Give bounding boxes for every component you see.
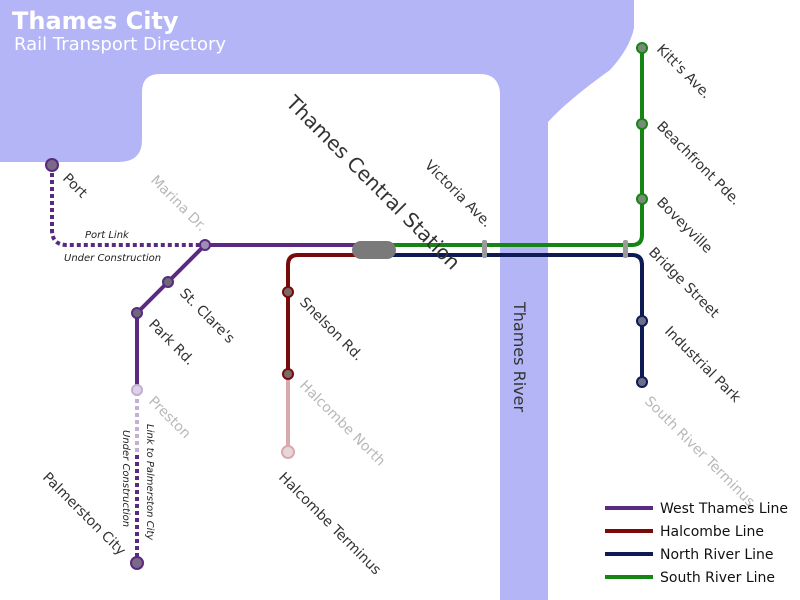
station-park[interactable] [131,307,143,319]
victoria-interchange[interactable] [482,240,487,258]
station-boveyville[interactable] [636,193,648,205]
palmerston-construction-note: Under Construction [120,430,131,527]
station-snelson[interactable] [282,286,294,298]
station-marina[interactable] [199,239,211,251]
station-palmerston[interactable] [130,556,144,570]
port-link-line [50,166,205,247]
river-label: Thames River [510,301,529,412]
port-link-note: Port Link [85,230,130,241]
label-snelson: Snelson Rd. [296,295,366,365]
south-river-line [390,48,644,247]
north-river-line [390,253,644,382]
legend-label-halcombe: Halcombe Line [660,524,764,540]
label-port: Port [59,171,90,202]
label-halcombe-north: Halcombe North [296,378,388,470]
label-victoria: Victoria Ave. [421,158,494,231]
palmerston-link-note: Link to Palmerston City [144,424,155,541]
label-bridge: Bridge Street [645,245,722,322]
station-port[interactable] [45,158,59,172]
station-south-river-terminus[interactable] [636,376,648,388]
label-halcombe-terminus: Halcombe Terminus [275,470,384,579]
legend-label-north-river: North River Line [660,547,774,563]
legend: West Thames Line Halcombe Line North Riv… [605,501,788,586]
central-station-marker[interactable] [352,241,396,259]
halcombe-line [286,253,360,375]
label-park: Park Rd. [145,317,197,369]
bridge-street-interchange[interactable] [623,240,628,258]
station-halcombe-terminus[interactable] [281,445,295,459]
label-palmerston: Palmerston City [39,470,128,559]
map-title: Thames City [12,7,179,35]
station-beachfront[interactable] [636,118,648,130]
station-preston[interactable] [131,384,143,396]
station-industrial[interactable] [636,315,648,327]
label-marina: Marina Dr. [147,173,209,235]
station-st-clares[interactable] [162,276,174,288]
label-st-clares: St. Clare's [176,286,237,347]
label-south-river-terminus: South River Terminus [641,394,757,510]
label-kitts: Kitt's Ave. [653,42,714,103]
map-subtitle: Rail Transport Directory [14,34,226,55]
station-halcombe-north[interactable] [282,368,294,380]
label-industrial: Industrial Park [661,324,744,407]
port-link-construction-note: Under Construction [64,253,161,264]
harbour-water [0,0,634,600]
label-beachfront: Beachfront Pde. [653,119,743,209]
label-boveyville: Boveyville [653,195,715,257]
station-kitts[interactable] [636,42,648,54]
legend-label-west-thames: West Thames Line [660,501,788,517]
legend-label-south-river: South River Line [660,570,775,586]
